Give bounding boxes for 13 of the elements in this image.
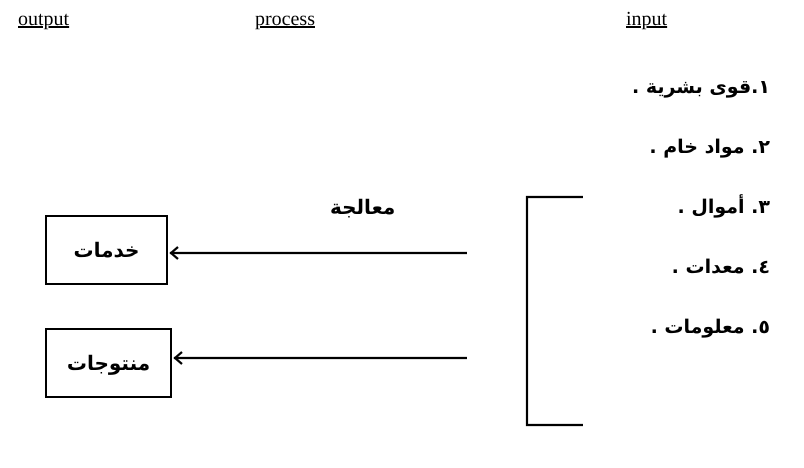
- column-heading: output: [18, 8, 70, 31]
- output-box: منتوجات: [45, 328, 172, 398]
- arrow: [174, 350, 467, 366]
- column-heading: input: [626, 8, 668, 31]
- output-box: خدمات: [45, 215, 168, 285]
- bracket: [526, 196, 583, 426]
- list-item: ٤. معدات .: [672, 256, 770, 278]
- list-item: ٥. معلومات .: [650, 316, 770, 338]
- list-item: ٣. أموال .: [678, 196, 770, 218]
- column-heading: process: [255, 8, 315, 31]
- list-item: ٢. مواد خام .: [649, 136, 770, 158]
- arrow: [170, 246, 467, 260]
- list-item: ١.قوى بشرية .: [632, 76, 770, 98]
